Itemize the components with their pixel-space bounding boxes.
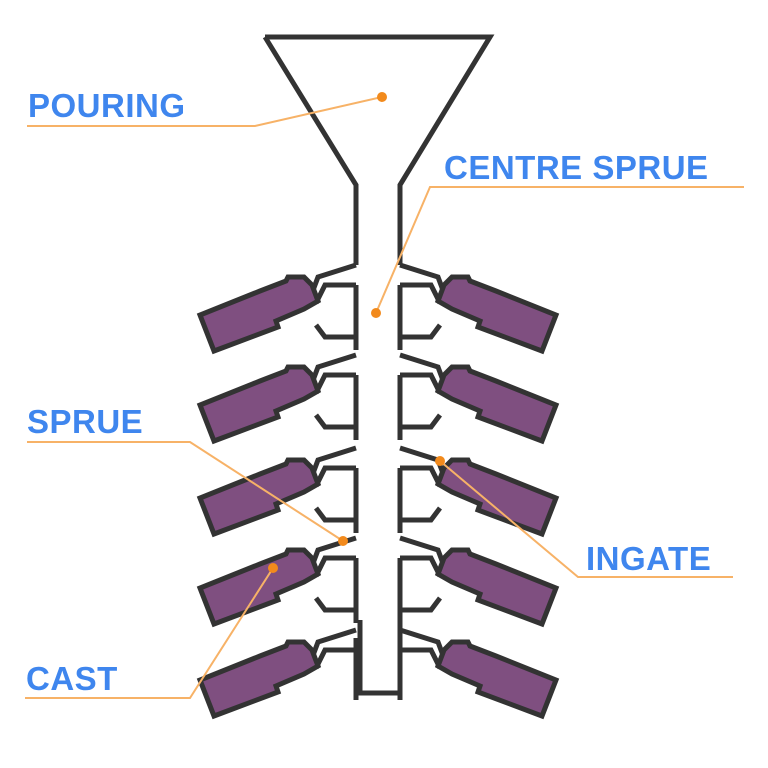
cast-piece-left bbox=[196, 364, 322, 445]
sprue-label: SPRUE bbox=[27, 403, 143, 440]
ingate-leader bbox=[439, 460, 733, 578]
centre-sprue-channel bbox=[357, 620, 403, 696]
cast-piece-right bbox=[434, 364, 560, 445]
branch-runners bbox=[309, 262, 447, 700]
pouring-leader bbox=[27, 96, 383, 127]
cast-label: CAST bbox=[26, 660, 118, 697]
cast-pieces bbox=[196, 274, 560, 720]
cast-piece-right bbox=[434, 274, 560, 355]
centre-sprue-dot bbox=[371, 308, 381, 318]
pouring-dot bbox=[377, 92, 387, 102]
cast-piece-right bbox=[434, 457, 560, 538]
centre-sprue-leader bbox=[375, 186, 744, 314]
cast-dot bbox=[268, 563, 278, 573]
cast-piece-left bbox=[196, 639, 322, 720]
pouring-label: POURING bbox=[28, 87, 186, 124]
cast-piece-left bbox=[196, 457, 322, 538]
sprue-dot bbox=[338, 536, 348, 546]
leader-lines bbox=[25, 96, 744, 699]
cast-piece-left bbox=[196, 274, 322, 355]
centre-sprue-label: CENTRE SPRUE bbox=[444, 149, 709, 186]
ingate-dot bbox=[435, 456, 445, 466]
pouring-funnel bbox=[262, 34, 495, 265]
cast-piece-right bbox=[434, 547, 560, 628]
cast-leader bbox=[25, 567, 274, 699]
ingate-label: INGATE bbox=[586, 540, 711, 577]
sprue-leader bbox=[27, 441, 344, 542]
cast-piece-left bbox=[196, 547, 322, 628]
cast-piece-right bbox=[434, 639, 560, 720]
leader-dots bbox=[268, 92, 445, 573]
